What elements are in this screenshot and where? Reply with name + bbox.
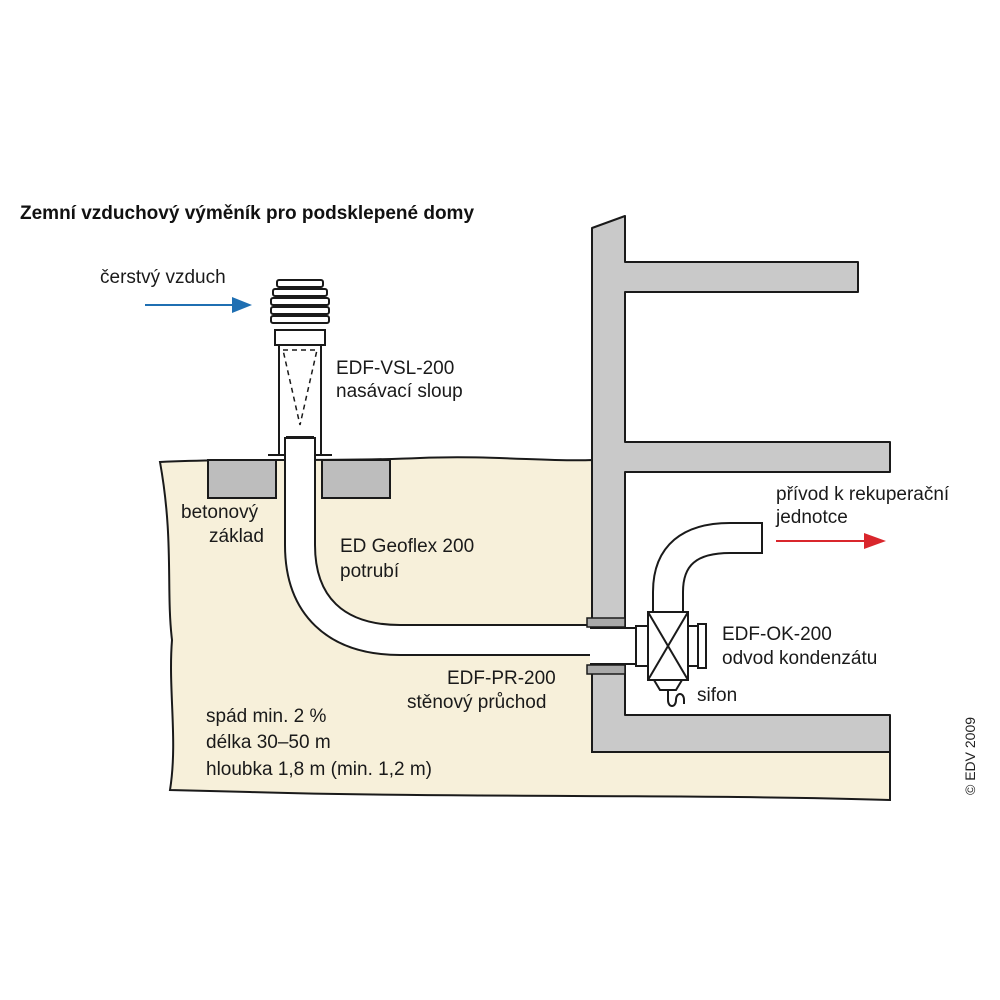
fresh-air-arrow <box>145 297 252 313</box>
condensate-code: EDF-OK-200 <box>722 624 832 645</box>
spec-length: délka 30–50 m <box>206 732 331 753</box>
concrete-base-left <box>207 459 277 499</box>
diagram-title: Zemní vzduchový výměník pro podsklepené … <box>20 203 474 224</box>
basement-wall <box>591 215 891 753</box>
pipe-name: potrubí <box>340 561 400 582</box>
geoflex-pipe <box>284 436 598 656</box>
supply-pipe <box>652 522 763 614</box>
intake-column-code: EDF-VSL-200 <box>336 358 454 379</box>
siphon-icon <box>667 690 685 707</box>
concrete-base-right <box>321 459 391 499</box>
concrete-base-line2: základ <box>209 526 264 547</box>
concrete-base-line1: betonový <box>181 502 259 523</box>
spec-slope: spád min. 2 % <box>206 706 326 727</box>
supply-line1: přívod k rekuperační <box>776 484 950 505</box>
wall-passage-name: stěnový průchod <box>407 692 546 713</box>
siphon-label: sifon <box>697 685 737 706</box>
wall-passage <box>586 617 640 675</box>
wall-passage-code: EDF-PR-200 <box>447 668 556 689</box>
supply-line2: jednotce <box>775 507 848 528</box>
copyright-label: © EDV 2009 <box>962 717 978 795</box>
condensate-cross <box>635 611 707 691</box>
supply-arrow <box>776 533 886 549</box>
condensate-name: odvod kondenzátu <box>722 648 877 669</box>
intake-column <box>268 279 332 456</box>
spec-depth: hloubka 1,8 m (min. 1,2 m) <box>206 759 432 780</box>
intake-column-name: nasávací sloup <box>336 381 463 402</box>
fresh-air-label: čerstvý vzduch <box>100 267 226 288</box>
pipe-code: ED Geoflex 200 <box>340 536 474 557</box>
